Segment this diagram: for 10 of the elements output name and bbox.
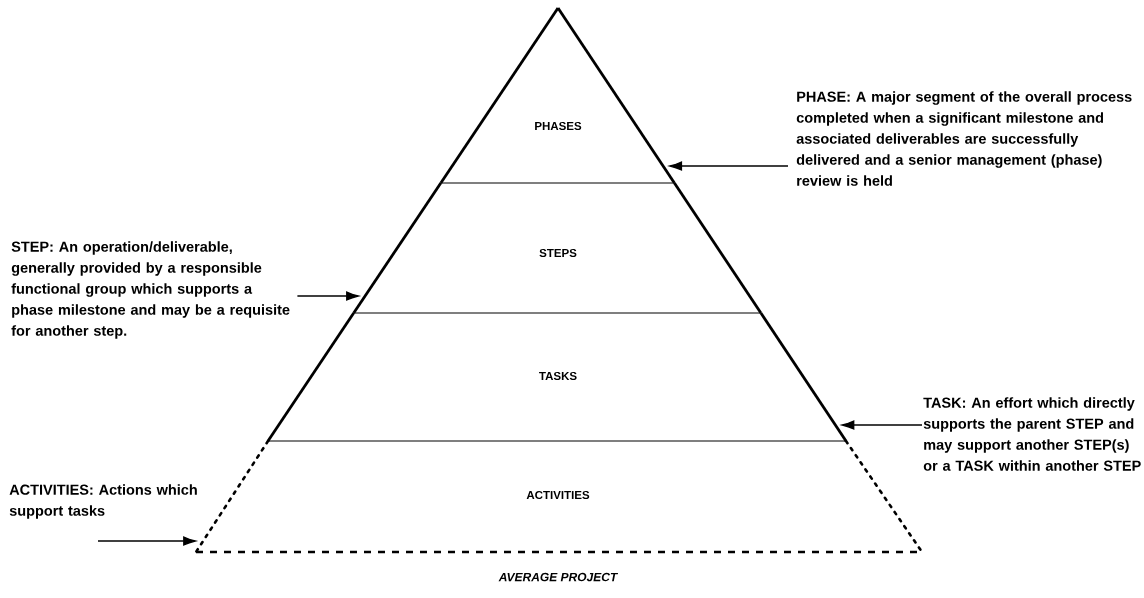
pyramid-tier: STEPS (352, 182, 763, 314)
arrow (669, 161, 789, 171)
arrow (841, 420, 923, 430)
caption: AVERAGE PROJECT (498, 572, 619, 582)
callout-text: ACTIVITIES: Actions which support tasks (9, 484, 197, 519)
arrow (97, 536, 196, 546)
arrow (296, 291, 359, 301)
callout-text: TASK: An effort which directly supports the parent STEP and may support another STEP(s) or a TASK within another STEP (923, 397, 1141, 471)
pyramid-tier: PHASES (439, 7, 676, 184)
callout-text: PHASE: A major segment of the overall process completed when a significant milestone and associated deliverables are successfully delivered and a senior management (phase) review is held (796, 91, 1132, 186)
